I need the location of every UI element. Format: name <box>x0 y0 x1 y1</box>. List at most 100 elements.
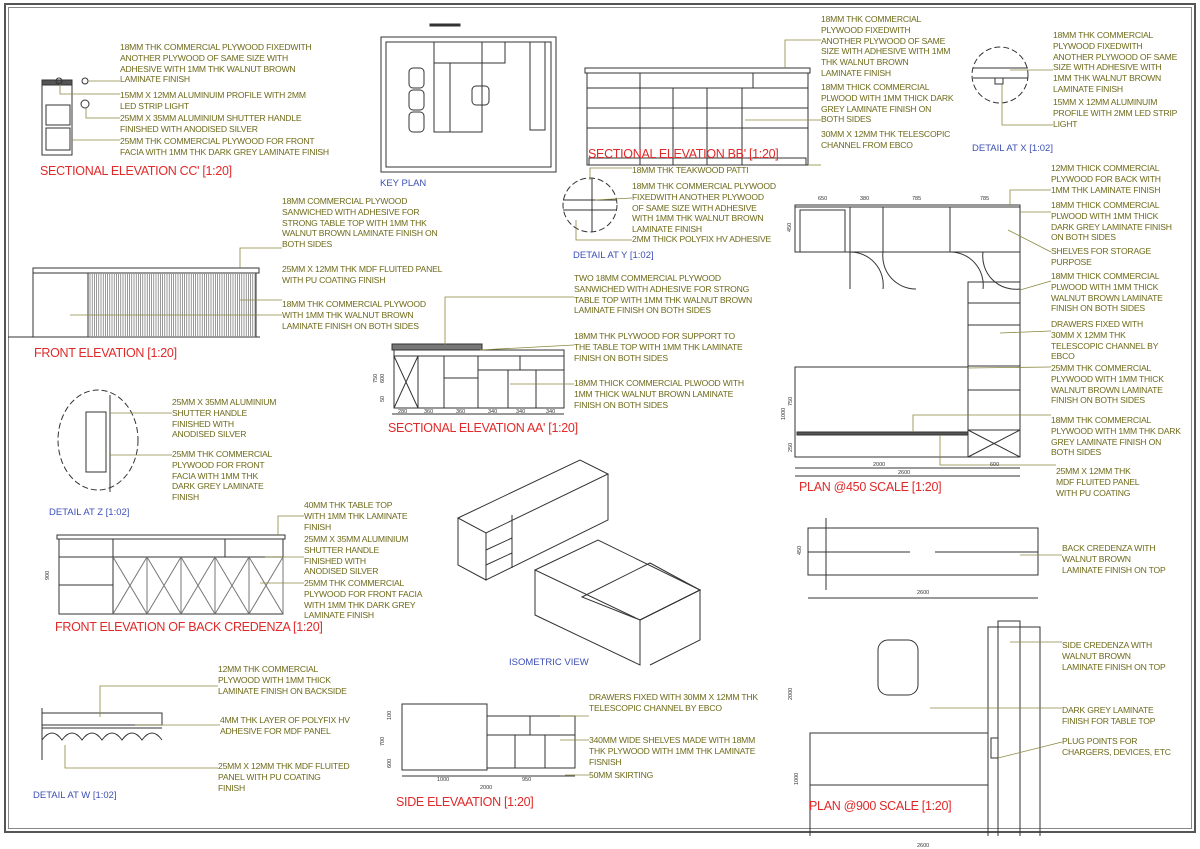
dimension-label: 750 <box>788 396 794 406</box>
annotation: DARK GREY LAMINATE FINISH FOR TABLE TOP <box>1062 705 1156 726</box>
dimension-label: 785 <box>980 196 990 202</box>
annotation: DRAWERS FIXED WITH 30MM X 12MM THK TELES… <box>1051 319 1159 362</box>
leader-lines <box>59 39 1063 776</box>
door-line <box>214 556 250 615</box>
dimension-label: 50 <box>380 395 386 402</box>
annotation: 18MM THICK COMMERCIAL PLWOOD WITH 1MM TH… <box>574 378 744 410</box>
dimension-label: 600 <box>990 462 1000 468</box>
dimension-label: 100 <box>387 710 393 720</box>
dimension-label: 600 <box>380 373 386 383</box>
annotation: 4MM THK LAYER OF POLYFIX HV ADHESIVE FOR… <box>220 715 350 736</box>
annotation: 18MM THICK COMMERCIAL PLWOOD WITH 1MM TH… <box>821 82 954 125</box>
dimension-label: 600 <box>387 758 393 768</box>
dimension-label: 340 <box>516 409 526 415</box>
detail-y-drawing <box>562 177 618 233</box>
annotation: 18MM THICK COMMERCIAL PLWOOD WITH 1MM TH… <box>1051 271 1163 314</box>
title-detail-w: DETAIL AT W [1:02] <box>33 790 117 801</box>
annotation: 25MM X 35MM ALUMINIUM SHUTTER HANDLE FIN… <box>120 113 302 134</box>
dimension-label: 700 <box>380 736 386 746</box>
dimension-label: 1000 <box>437 777 450 783</box>
annotation: 15MM X 12MM ALUMINUIM PROFILE WITH 2MM L… <box>120 90 306 111</box>
dimension-label: 2600 <box>898 470 911 476</box>
annotation: 2MM THICK POLYFIX HV ADHESIVE <box>632 234 772 244</box>
annotation: 18MM THK COMMERCIAL PLYWOOD FIXEDWITH AN… <box>1053 30 1178 94</box>
dimension-label: 360 <box>424 409 434 415</box>
door-line <box>146 556 182 615</box>
dimension-label: 750 <box>373 373 379 383</box>
dimension-label: 2000 <box>788 687 794 700</box>
annotation: 25MM THK COMMERCIAL PLYWOOD WITH 1MM THI… <box>1051 363 1164 406</box>
dimension-label: 280 <box>398 409 408 415</box>
title-isometric-view: ISOMETRIC VIEW <box>509 657 589 668</box>
section-bb-drawing <box>584 67 811 166</box>
dimension-label: 450 <box>797 545 803 555</box>
dimension-label: 900 <box>45 570 51 580</box>
dimension-label: 2000 <box>873 462 886 468</box>
detail-x-drawing <box>971 46 1029 104</box>
annotation: 40MM THK TABLE TOP WITH 1MM THK LAMINATE… <box>304 500 408 532</box>
title-key-plan: KEY PLAN <box>380 178 427 189</box>
annotation: 18MM THK COMMERCIAL PLYWOOD WITH 1MM THK… <box>282 299 426 331</box>
dimension-label: 2000 <box>480 785 493 791</box>
annotation: 25MM THK COMMERCIAL PLYWOOD FOR FRONT FA… <box>304 578 423 621</box>
dimension-label: 360 <box>456 409 466 415</box>
annotation: 25MM X 35MM ALUMINIUM SHUTTER HANDLE FIN… <box>304 534 409 577</box>
annotation: SHELVES FOR STORAGE PURPOSE <box>1051 246 1151 267</box>
door-line <box>180 556 216 615</box>
annotation: BACK CREDENZA WITH WALNUT BROWN LAMINATE… <box>1062 543 1166 575</box>
title-sectional-elevation-cc: SECTIONAL ELEVATION CC' [1:20] <box>40 164 232 178</box>
annotation: PLUG POINTS FOR CHARGERS, DEVICES, ETC <box>1062 736 1171 757</box>
annotation: TWO 18MM COMMERCIAL PLYWOOD SANWICHED WI… <box>574 273 752 316</box>
title-detail-y: DETAIL AT Y [1:02] <box>573 250 654 261</box>
title-side-elevation: SIDE ELEVAATION [1:20] <box>396 795 534 809</box>
annotation: 18MM COMMERCIAL PLYWOOD SANWICHED WITH A… <box>282 196 438 250</box>
annotation: 50MM SKIRTING <box>589 770 654 780</box>
dimension-label: 450 <box>787 222 793 232</box>
dimension-label: 785 <box>912 196 922 202</box>
annotation: 18MM THK COMMERCIAL PLYWOOD FIXEDWITH AN… <box>821 14 951 78</box>
annotation: 25MM THK COMMERCIAL PLYWOOD FOR FRONT FA… <box>172 449 273 503</box>
title-front-elevation: FRONT ELEVATION [1:20] <box>34 346 177 360</box>
annotation: 15MM X 12MM ALUMINUIM PROFILE WITH 2MM L… <box>1053 97 1178 129</box>
dimension-label: 1000 <box>794 772 800 785</box>
annotation: 18MM THK COMMERCIAL PLYWOOD FIXEDWITH AN… <box>120 42 312 85</box>
annotation: 25MM THK COMMERCIAL PLYWOOD FOR FRONT FA… <box>120 136 329 157</box>
back-credenza-plan-drawing <box>807 518 1039 599</box>
dimension-label: 340 <box>546 409 556 415</box>
title-plan-900: PLAN @900 SCALE [1:20] <box>809 799 952 813</box>
annotation: 30MM X 12MM THK TELESCOPIC CHANNEL FROM … <box>821 129 951 150</box>
front-elevation-drawing <box>8 267 260 338</box>
title-detail-z: DETAIL AT Z [1:02] <box>49 507 130 518</box>
title-plan-450: PLAN @450 SCALE [1:20] <box>799 480 942 494</box>
annotation: 18MM THK PLYWOOD FOR SUPPORT TO THE TABL… <box>574 331 743 363</box>
annotation: 340MM WIDE SHELVES MADE WITH 18MM THK PL… <box>589 735 756 767</box>
dimension-label: 380 <box>860 196 870 202</box>
side-elevation-drawing <box>401 703 576 777</box>
detail-z-drawing <box>57 389 139 492</box>
dimension-label: 250 <box>788 442 794 452</box>
annotation: 18MM THK COMMERCIAL PLYWOOD FIXEDWITH AN… <box>632 181 776 235</box>
plan-900-drawing <box>809 620 1041 836</box>
dimension-label: 2600 <box>917 843 930 849</box>
drawing-sheet-frame <box>4 3 1196 833</box>
dimension-label: 650 <box>818 196 828 202</box>
annotation: 25MM X 12MM THK MDF FLUITED PANEL WITH P… <box>282 264 443 285</box>
annotation: 25MM X 35MM ALUMINIUM SHUTTER HANDLE FIN… <box>172 397 277 440</box>
annotation: 25MM X 12MM THK MDF FLUITED PANEL WITH P… <box>218 761 350 793</box>
title-sectional-elevation-aa: SECTIONAL ELEVATION AA' [1:20] <box>388 421 578 435</box>
dimension-label: 2600 <box>917 590 930 596</box>
annotation: 18MM THICK COMMERCIAL PLWOOD WITH 1MM TH… <box>1051 200 1172 243</box>
key-plan-drawing <box>380 23 557 173</box>
dimension-label: 950 <box>522 777 532 783</box>
door-line <box>248 556 284 615</box>
annotation: 25MM X 12MM THK MDF FLUITED PANEL WITH P… <box>1056 466 1140 498</box>
annotation: 12MM THICK COMMERCIAL PLYWOOD FOR BACK W… <box>1051 163 1161 195</box>
dimension-label: 340 <box>488 409 498 415</box>
back-credenza-elevation-drawing <box>56 534 286 615</box>
title-sectional-elevation-bb: SECTIONAL ELEVATION BB' [1:20] <box>588 147 779 161</box>
title-detail-x: DETAIL AT X [1:02] <box>972 143 1053 154</box>
detail-w-drawing <box>41 708 163 760</box>
section-aa-drawing <box>391 343 565 415</box>
title-back-credenza: FRONT ELEVATION OF BACK CREDENZA [1:20] <box>55 620 323 634</box>
